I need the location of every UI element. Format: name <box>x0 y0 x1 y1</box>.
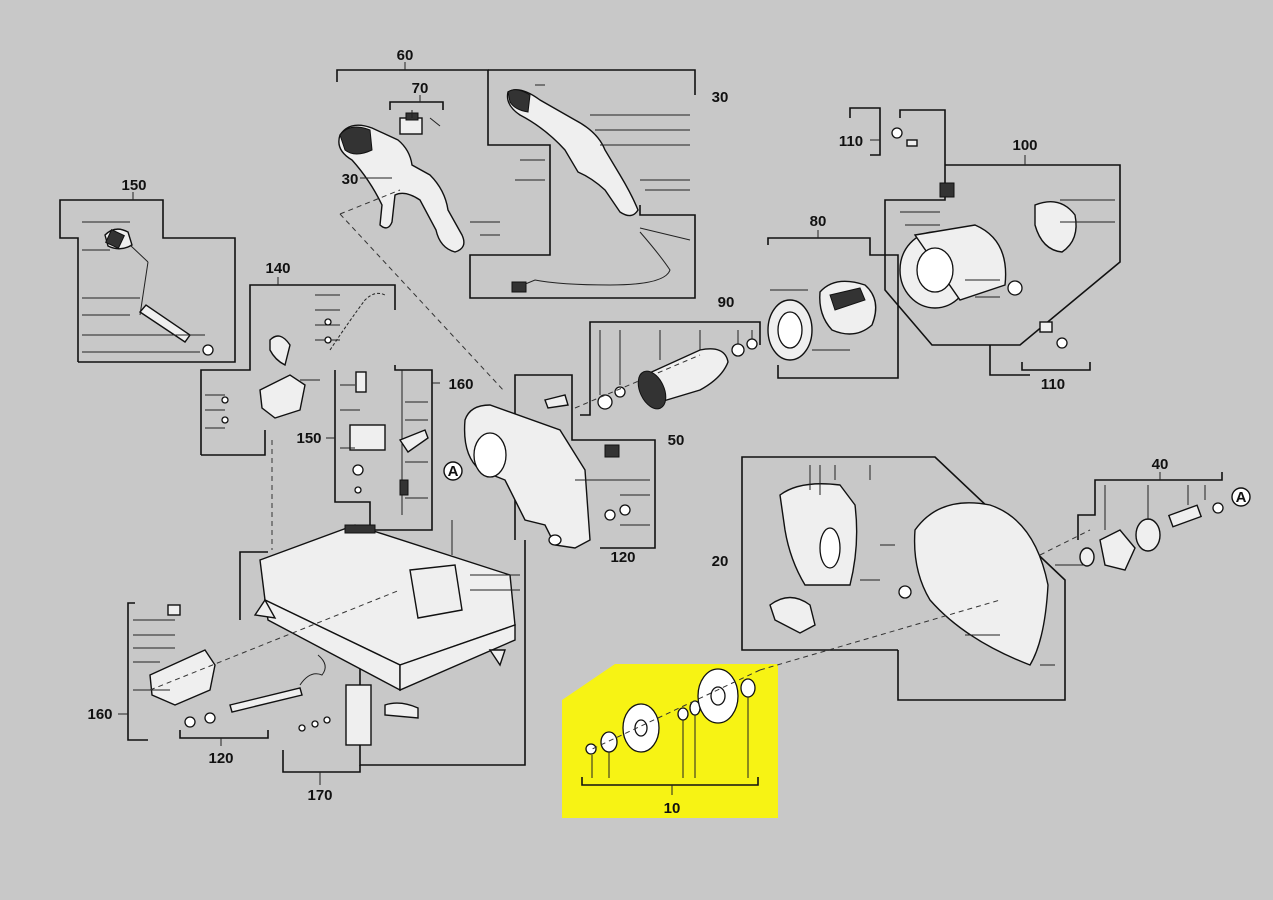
reference-marker-a1: A <box>443 461 463 481</box>
callout-30-right[interactable]: 30 <box>712 89 729 106</box>
callout-160-mid[interactable]: 160 <box>448 376 473 393</box>
handle-group <box>336 62 696 299</box>
svg-text:A: A <box>448 463 459 480</box>
armature-group <box>580 321 761 416</box>
guard-group <box>741 456 1066 701</box>
callout-10[interactable]: 10 <box>664 800 681 817</box>
wheel-set-part-10[interactable] <box>581 668 759 795</box>
callout-50[interactable]: 50 <box>668 432 685 449</box>
callout-150-mid[interactable]: 150 <box>296 430 321 447</box>
field-group <box>767 230 899 379</box>
callout-110-top[interactable]: 110 <box>839 133 863 150</box>
callout-60[interactable]: 60 <box>397 47 414 64</box>
pivot-group <box>200 277 396 456</box>
callout-140[interactable]: 140 <box>265 260 290 277</box>
base-group <box>239 520 526 766</box>
reference-marker-a2: A <box>1231 487 1251 507</box>
callout-100[interactable]: 100 <box>1012 137 1037 154</box>
clamp-parts-group <box>326 365 440 531</box>
gear-housing-group <box>463 374 656 549</box>
bolt-icon <box>585 743 597 755</box>
callout-40[interactable]: 40 <box>1152 456 1169 473</box>
callout-labels: 60 70 30 30 150 140 110 100 80 90 160 15… <box>87 47 1168 817</box>
assembly-lines <box>149 189 1091 751</box>
callout-30-left[interactable]: 30 <box>342 171 359 188</box>
callout-80[interactable]: 80 <box>810 213 827 230</box>
callout-150-top[interactable]: 150 <box>121 177 146 194</box>
callout-170[interactable]: 170 <box>307 787 332 804</box>
motor-housing-group <box>849 107 1121 376</box>
lever-group <box>59 192 236 363</box>
spindle-group <box>1055 472 1224 571</box>
callout-160-bottom[interactable]: 160 <box>87 706 112 723</box>
callout-20[interactable]: 20 <box>712 553 729 570</box>
callout-70[interactable]: 70 <box>412 80 429 97</box>
vise-group <box>118 602 419 785</box>
svg-text:A: A <box>1236 489 1247 506</box>
callout-90[interactable]: 90 <box>718 294 735 311</box>
callout-120-bottom[interactable]: 120 <box>208 750 233 767</box>
callout-110-bottom[interactable]: 110 <box>1041 376 1065 393</box>
callout-120-mid[interactable]: 120 <box>610 549 635 566</box>
